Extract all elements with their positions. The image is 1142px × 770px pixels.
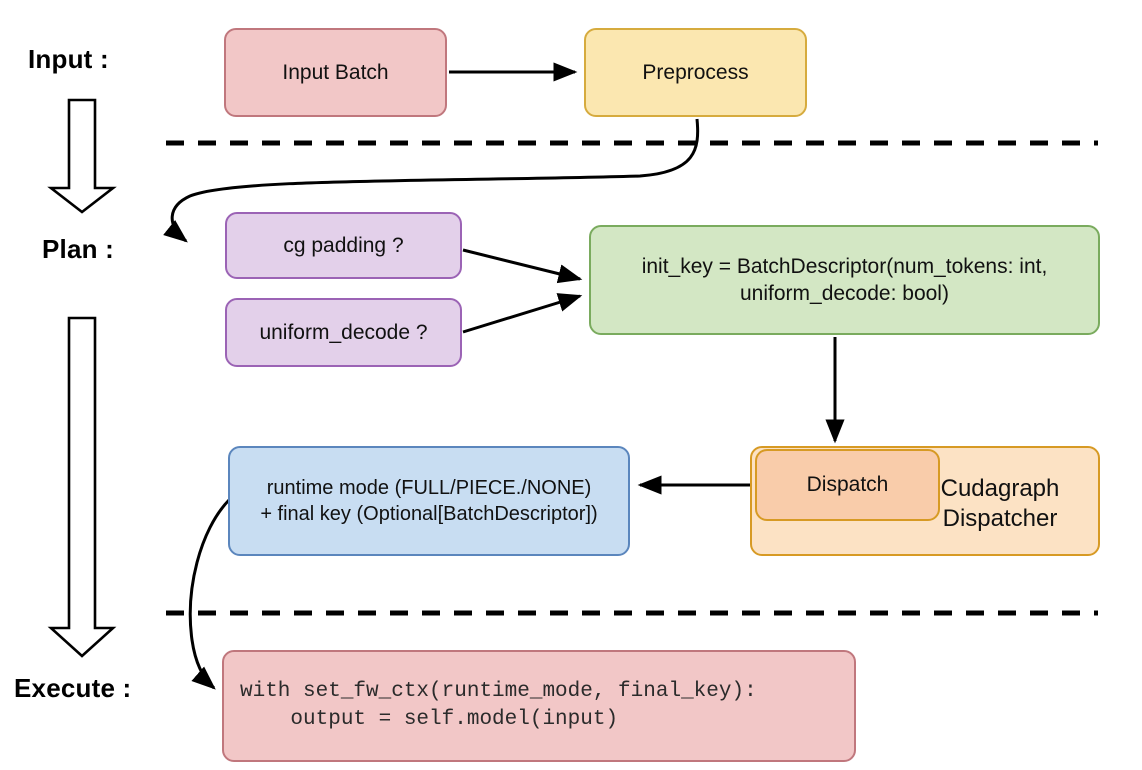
node-cudagraph-dispatcher-label: Cudagraph Dispatcher	[940, 475, 1060, 532]
node-execute-code[interactable]: with set_fw_ctx(runtime_mode, final_key)…	[222, 650, 856, 762]
stage-label-execute: Execute :	[14, 673, 132, 703]
node-dispatch[interactable]: Dispatch	[755, 449, 940, 521]
node-preprocess-label: Preprocess	[642, 60, 749, 84]
stage-label-plan: Plan :	[42, 234, 114, 264]
node-execute-code-label: with set_fw_ctx(runtime_mode, final_key)…	[240, 679, 757, 731]
node-uniform-decode-label: uniform_decode ?	[259, 320, 428, 344]
node-cg-padding[interactable]: cg padding ?	[225, 212, 462, 279]
stage-arrow-plan-to-execute	[47, 316, 117, 658]
node-input-batch[interactable]: Input Batch	[224, 28, 447, 117]
node-preprocess[interactable]: Preprocess	[584, 28, 807, 117]
node-runtime-mode-label: runtime mode (FULL/PIECE./NONE) + final …	[260, 477, 598, 525]
node-cg-padding-label: cg padding ?	[283, 233, 404, 257]
node-init-key[interactable]: init_key = BatchDescriptor(num_tokens: i…	[589, 225, 1100, 335]
node-runtime-mode[interactable]: runtime mode (FULL/PIECE./NONE) + final …	[228, 446, 630, 556]
edge-cg-padding-to-init-key	[462, 248, 583, 284]
node-uniform-decode[interactable]: uniform_decode ?	[225, 298, 462, 367]
edge-uniform-decode-to-init-key	[462, 293, 583, 334]
node-init-key-label: init_key = BatchDescriptor(num_tokens: i…	[641, 254, 1048, 305]
node-input-batch-label: Input Batch	[282, 60, 389, 84]
stage-arrow-input-to-plan	[47, 98, 117, 214]
node-dispatch-label: Dispatch	[806, 473, 889, 497]
stage-label-input: Input :	[28, 44, 109, 74]
